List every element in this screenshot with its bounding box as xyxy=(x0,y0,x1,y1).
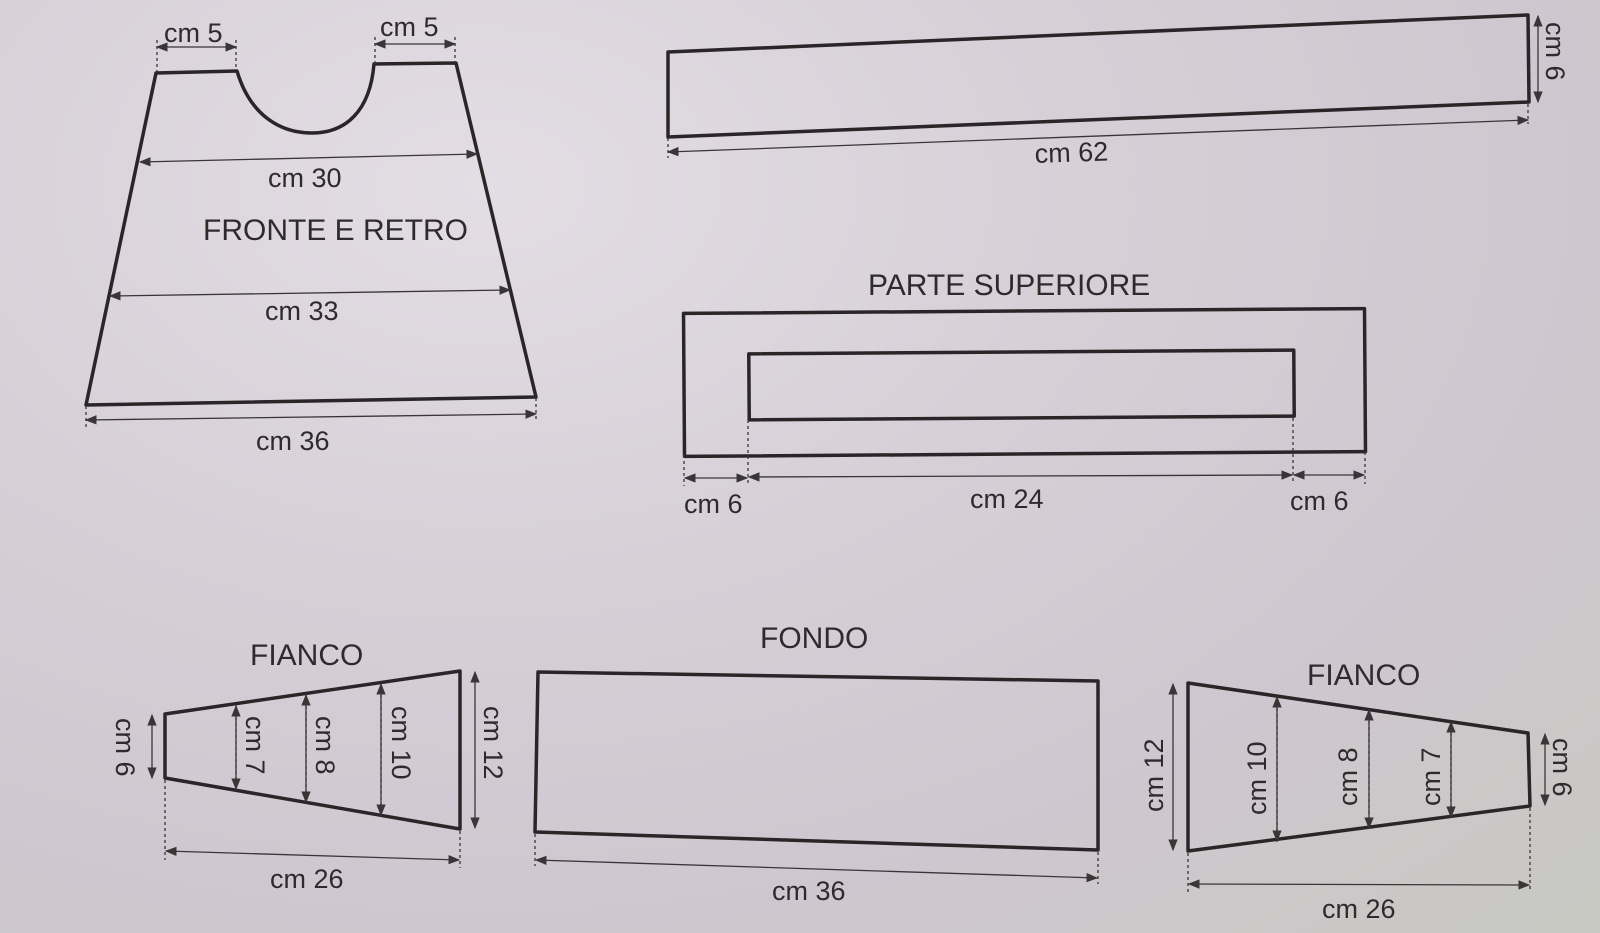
strap-outline xyxy=(666,13,1531,139)
dim-top-middle-width: cm 24 xyxy=(970,484,1044,514)
dim-line-upper xyxy=(138,149,479,167)
bottom-outline xyxy=(533,670,1100,852)
dim-side-left-length: cm 26 xyxy=(270,864,344,894)
dim-line-bottom-length xyxy=(534,855,1099,883)
dim-bottom-length: cm 36 xyxy=(772,876,846,906)
piece-front-back: cm 5 cm 5 cm 30 FRONTE E RETRO cm 33 cm … xyxy=(84,12,538,456)
top-title: PARTE SUPERIORE xyxy=(868,269,1150,302)
dim-side-left-b: cm 8 xyxy=(310,716,340,775)
dim-side-left-c: cm 10 xyxy=(386,706,416,780)
bottom-title: FONDO xyxy=(760,622,868,655)
piece-top: PARTE SUPERIORE cm 6 cm 24 cm 6 xyxy=(681,269,1368,519)
dim-side-right-c: cm 10 xyxy=(1242,741,1272,815)
dim-line-strap-length xyxy=(666,115,1530,157)
dim-side-right-length: cm 26 xyxy=(1322,894,1396,924)
front-back-outline xyxy=(84,61,538,407)
dim-line-bottom xyxy=(84,409,538,425)
dim-lower: cm 33 xyxy=(265,296,339,326)
dim-line-lower xyxy=(108,285,512,301)
dim-strap-height: cm 6 xyxy=(1540,22,1570,81)
dim-strap-length: cm 62 xyxy=(1034,136,1109,169)
dim-top-right: cm 5 xyxy=(380,12,439,42)
side-right-title: FIANCO xyxy=(1307,659,1420,692)
dim-line-side-left-length xyxy=(164,846,461,865)
dim-upper: cm 30 xyxy=(268,163,342,193)
dim-side-left-narrow: cm 6 xyxy=(110,718,140,777)
piece-side-left: FIANCO cm 7 cm 8 cm 10 cm 6 cm 12 cm 26 xyxy=(110,639,508,894)
side-left-title: FIANCO xyxy=(250,639,363,672)
dim-side-left-a: cm 7 xyxy=(240,716,270,775)
dim-side-right-a: cm 7 xyxy=(1416,747,1446,806)
piece-bottom: FONDO cm 36 xyxy=(533,622,1100,906)
side-right-outline xyxy=(1186,681,1532,853)
dim-bottom: cm 36 xyxy=(256,426,330,456)
side-left-outline xyxy=(163,669,462,831)
dim-top-right-width: cm 6 xyxy=(1290,486,1349,516)
front-back-title: FRONTE E RETRO xyxy=(203,214,468,247)
dim-side-right-narrow: cm 6 xyxy=(1547,738,1577,797)
top-outer-outline xyxy=(681,306,1368,459)
dim-side-left-wide: cm 12 xyxy=(478,706,508,780)
dim-side-right-wide: cm 12 xyxy=(1139,738,1169,812)
piece-strap: cm 62 cm 6 xyxy=(666,13,1570,169)
dim-top-left: cm 5 xyxy=(164,18,223,48)
dim-line-top-middle xyxy=(747,470,1294,482)
piece-side-right: FIANCO cm 10 cm 8 cm 7 cm 12 cm 6 cm 26 xyxy=(1139,659,1577,924)
dim-line-side-right-length xyxy=(1187,879,1531,890)
dim-side-right-b: cm 8 xyxy=(1333,747,1363,806)
top-inner-opening xyxy=(747,348,1296,422)
dim-top-left-width: cm 6 xyxy=(684,489,743,519)
